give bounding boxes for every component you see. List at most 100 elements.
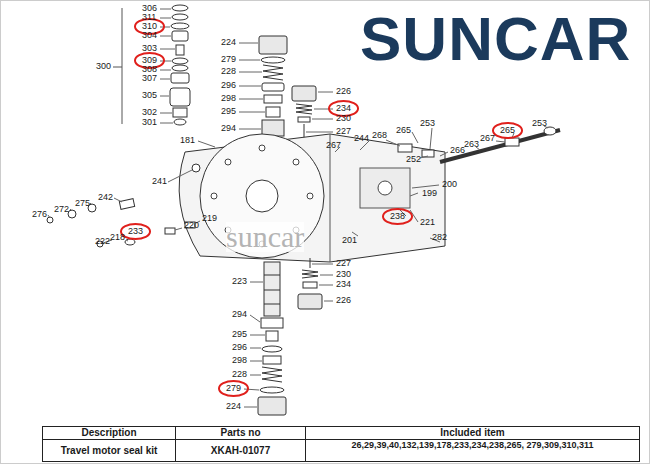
drawing-part (172, 5, 188, 11)
drawing-part (261, 57, 285, 63)
callout-number: 230 (336, 114, 351, 123)
callout-number: 222 (95, 237, 110, 246)
callout-number: 263 (464, 140, 479, 149)
callout-number: 244 (354, 134, 369, 143)
drawing-part (160, 9, 171, 10)
drawing-part (172, 31, 188, 41)
drawing-part (239, 99, 263, 100)
callout-number: 228 (232, 370, 247, 379)
drawing-part (165, 228, 175, 234)
drawing-part (360, 168, 410, 208)
callout-number: 221 (420, 218, 435, 227)
drawing-part (239, 129, 261, 130)
drawing-part (266, 107, 280, 117)
drawing-part (160, 96, 169, 97)
callout-number: 227 (336, 259, 351, 268)
drawing-part (263, 356, 281, 364)
callout-number: 230 (336, 270, 351, 279)
drawing-part (259, 36, 287, 54)
drawing-part (312, 119, 333, 120)
drawing-part (175, 228, 182, 230)
callout-number: 304 (142, 31, 157, 40)
callout-number: 295 (221, 107, 236, 116)
drawing-part (298, 294, 322, 309)
callout-number: 307 (142, 74, 157, 83)
drawing-part (386, 140, 400, 146)
callout-number: 242 (98, 193, 113, 202)
drawing-part (262, 83, 284, 91)
drawing-part (262, 367, 282, 382)
drawing-part (292, 86, 316, 101)
drawing-part (179, 134, 445, 262)
upper-right-stack (292, 86, 333, 140)
drawing-part (160, 113, 172, 114)
drawing-part (244, 407, 257, 408)
drawing-part (335, 126, 548, 242)
callout-number: 272 (54, 205, 69, 214)
drawing-part (170, 88, 190, 106)
drawing-part (430, 128, 432, 149)
drawing-part (312, 264, 333, 301)
drawing-part (412, 185, 439, 188)
callout-number: 201 (342, 236, 357, 245)
callout-number: 234 (336, 104, 351, 113)
drawing-part (171, 23, 189, 29)
drawing-part (171, 73, 189, 83)
drawing-part (324, 301, 333, 302)
drawing-part (250, 315, 260, 322)
drawing-part (244, 389, 259, 390)
callout-number: 265 (500, 126, 515, 135)
drawing-part (422, 150, 434, 157)
watermark: suncar (226, 222, 304, 252)
callout-number: 265 (396, 126, 411, 135)
drawing-part (239, 72, 262, 73)
callout-number: 252 (406, 155, 421, 164)
drawing-part (258, 397, 286, 415)
drawing-part (172, 65, 188, 71)
callout-number: 234 (336, 280, 351, 289)
motor-housing (179, 126, 560, 262)
callout-number: 199 (422, 189, 437, 198)
drawing-part (198, 141, 215, 147)
callout-number: 181 (180, 136, 195, 145)
left-small-parts (47, 164, 200, 247)
table-cell: XKAH-01077 (176, 446, 305, 456)
drawing-part (70, 209, 72, 211)
drawing-part (412, 132, 418, 143)
callout-number: 220 (184, 221, 199, 230)
parts-table-grid (43, 427, 640, 462)
drawing-part (239, 43, 258, 44)
drawing-part (264, 290, 280, 291)
drawing-part (306, 92, 333, 132)
drawing-part (239, 112, 265, 113)
drawing-part (119, 199, 134, 210)
drawing-part (264, 95, 282, 103)
highlight-ring (493, 123, 522, 138)
drawing-part (264, 275, 280, 276)
callout-number: 294 (221, 124, 236, 133)
drawing-part (410, 193, 418, 196)
drawing-part (160, 123, 173, 124)
drawing-part (114, 198, 122, 202)
callout-number: 218 (110, 233, 125, 242)
callout-number: 308 (142, 65, 157, 74)
table-header: Included item (306, 428, 639, 438)
drawing-part (160, 18, 171, 19)
callout-number: 219 (202, 214, 217, 223)
callout-number: 233 (128, 227, 143, 236)
callout-number: 275 (75, 199, 90, 208)
callout-number: 302 (142, 108, 157, 117)
drawing-part (160, 9, 175, 123)
drawing-part (160, 36, 171, 37)
drawing-part (330, 134, 331, 262)
drawing-part (43, 427, 640, 462)
drawing-part (264, 262, 280, 316)
callout-number: 267 (480, 134, 495, 143)
callout-number: 282 (432, 233, 447, 242)
drawing-part (173, 108, 187, 117)
drawing-part (160, 70, 171, 71)
drawing-part (48, 215, 50, 218)
callout-number: 228 (221, 67, 236, 76)
drawing-part (48, 170, 200, 243)
drawing-part (398, 144, 412, 152)
